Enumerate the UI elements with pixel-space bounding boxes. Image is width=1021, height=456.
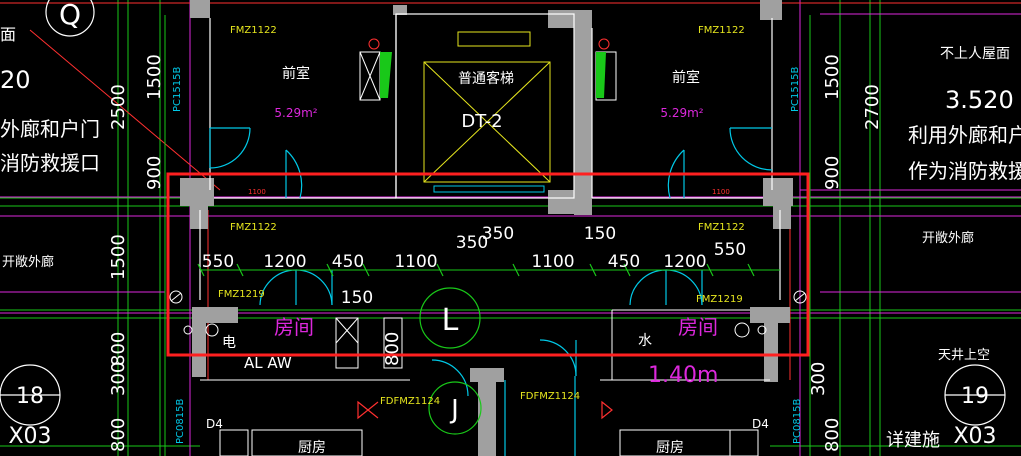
pc-left-top: PC1515B — [172, 67, 183, 112]
elev-140-label: 1.40m — [648, 363, 718, 388]
lobby-right-label: 前室 — [672, 69, 700, 86]
door-fmz-1: FMZ1122 — [230, 25, 277, 36]
equipment — [169, 290, 807, 456]
walls — [180, 0, 793, 456]
dim-150-b: 150 — [341, 288, 373, 308]
axis-l-label: L — [442, 303, 459, 338]
dim-h-1200-a: 1200 — [263, 252, 306, 272]
dim-v-1500-left-low: 1500 — [108, 234, 129, 280]
bubble-right-sheet: X03 — [953, 424, 996, 449]
dim-v-800-right: 800 — [822, 418, 843, 452]
door-fmz-4: FMZ1122 — [698, 222, 745, 233]
dim-ticks — [197, 263, 755, 277]
dim-v-900-right: 900 — [822, 156, 843, 190]
lobby-left-area: 5.29m² — [274, 106, 317, 120]
bubble-left-sheet: X03 — [8, 424, 51, 449]
dim-h-450-a: 450 — [332, 252, 364, 272]
dim-h-1100-a: 1100 — [394, 252, 437, 272]
hydrant-left — [359, 38, 392, 101]
right-open-corridor: 开敞外廊 — [922, 230, 974, 246]
dim-v-800-left2: 800 — [108, 418, 129, 452]
doors — [209, 127, 773, 456]
dim-h-550-a: 550 — [202, 252, 234, 272]
door-fmz1219-left: FMZ1219 — [218, 289, 265, 300]
axis-q-label: Q — [59, 0, 81, 31]
elec-label: 电 — [222, 335, 236, 351]
kitchen-left: 厨房 — [298, 440, 326, 456]
right-detail: 详建施 — [886, 430, 940, 451]
left-face-label: 面 — [0, 25, 16, 44]
door-fdfm-left: FDFMZ1124 — [380, 396, 440, 407]
door-fmz-2: FMZ1122 — [698, 25, 745, 36]
dim-h-1200-b: 1200 — [663, 252, 706, 272]
elevator-name: 普通客梯 — [458, 70, 514, 87]
dim-v-300-right: 300 — [808, 362, 829, 396]
red-lines — [0, 2, 1021, 380]
kitchen-right: 厨房 — [656, 440, 684, 456]
valves — [357, 400, 613, 420]
right-elevation: 3.520 — [945, 86, 1014, 114]
al-aw-label: AL AW — [244, 354, 292, 372]
pc-left-bottom: PC0815B — [175, 399, 186, 444]
dim-v-800-mid: 800 — [382, 332, 403, 366]
d4-left: D4 — [206, 417, 223, 431]
bubble-right-num: 19 — [961, 384, 989, 409]
wall-small-2: 1100 — [712, 188, 730, 196]
dim-v-800-left: 800 — [108, 332, 129, 366]
dim-v-1500-right: 1500 — [822, 54, 843, 100]
pc-right-top: PC1515B — [790, 67, 801, 112]
door-fdfm-right: FDFMZ1124 — [520, 391, 580, 402]
dim-v-1500-top: 1500 — [144, 54, 165, 100]
left-fire-note-2: 消防救援口 — [0, 151, 100, 175]
lobby-walls — [199, 14, 781, 300]
room-left-label: 房间 — [274, 315, 314, 339]
right-no-roof: 不上人屋面 — [940, 46, 1010, 62]
dim-v-2700: 2700 — [862, 84, 883, 130]
bubble-left-num: 18 — [16, 384, 44, 409]
elevator-tag: DT-2 — [461, 111, 502, 132]
left-elevation: 20 — [0, 66, 31, 94]
dim-v-300-left: 300 — [108, 362, 129, 396]
water-label: 水 — [638, 333, 652, 349]
dim-v-900-left: 900 — [144, 156, 165, 190]
wall-small-1: 1100 — [248, 188, 266, 196]
elevator-shaft — [395, 13, 575, 199]
d4-right: D4 — [752, 417, 769, 431]
pc-right-bottom: PC0815B — [792, 399, 803, 444]
left-open-corridor: 开敞外廊 — [2, 254, 54, 270]
dim-350-a: 350 — [456, 233, 488, 253]
right-fire-note-2: 作为消防救援 — [908, 159, 1021, 183]
axis-bubbles — [0, 0, 1006, 435]
dim-v-2500: 2500 — [108, 84, 129, 130]
right-atrium: 天井上空 — [938, 348, 990, 363]
lobby-right-area: 5.29m² — [660, 106, 703, 120]
lobby-left-label: 前室 — [282, 65, 310, 82]
door-fmz1219-right: FMZ1219 — [696, 294, 743, 305]
left-fire-note-1: 外廊和户门 — [0, 117, 100, 141]
dim-150-a: 150 — [584, 224, 616, 244]
dim-350-b: 350 — [482, 224, 514, 244]
hydrant-right — [595, 38, 617, 101]
right-fire-note-1: 利用外廊和户 — [908, 123, 1021, 147]
door-fmz-3: FMZ1122 — [230, 222, 277, 233]
room-right-label: 房间 — [678, 315, 718, 339]
axis-j-label: J — [449, 395, 459, 425]
dim-h-450-b: 450 — [608, 252, 640, 272]
dim-h-1100-b: 1100 — [531, 252, 574, 272]
highlight-box — [166, 172, 810, 357]
left-dim-line — [164, 15, 811, 456]
dim-h-550-b: 550 — [714, 240, 746, 260]
